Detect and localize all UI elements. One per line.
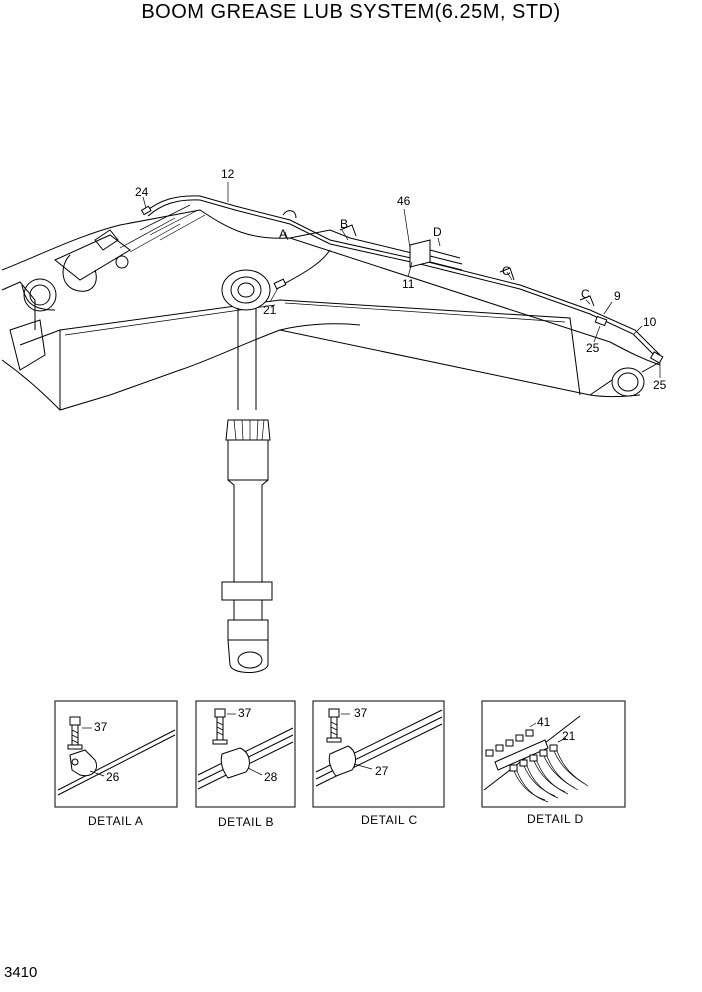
detail-c-caption: DETAIL C — [361, 813, 418, 827]
callout-C-upper: C — [502, 264, 511, 278]
callout-B: B — [340, 217, 348, 231]
callout-C-lower: C — [581, 287, 590, 301]
callout-12: 12 — [221, 167, 235, 181]
detail-b: 37 28 DETAIL B — [195, 700, 296, 829]
callout-25-b: 25 — [653, 378, 667, 392]
detail-a: 37 26 DETAIL A — [54, 700, 178, 828]
callout-21: 21 — [263, 303, 277, 317]
detail-b-caption: DETAIL B — [218, 815, 274, 829]
detail-a-label-26: 26 — [106, 770, 120, 784]
page-number: 3410 — [4, 964, 38, 981]
boom-cylinder — [221, 269, 273, 673]
detail-b-label-37: 37 — [238, 706, 252, 720]
detail-c-label-27: 27 — [375, 764, 389, 778]
detail-a-label-37: 37 — [94, 720, 108, 734]
grease-hoses — [140, 195, 664, 364]
callout-25-a: 25 — [586, 341, 600, 355]
diagram-title: BOOM GREASE LUB SYSTEM(6.25M, STD) — [141, 1, 561, 23]
callout-D: D — [433, 225, 442, 239]
detail-b-label-28: 28 — [264, 770, 278, 784]
detail-c-label-37: 37 — [354, 706, 368, 720]
callout-A: A — [279, 227, 287, 241]
detail-d: 41 21 DETAIL D — [481, 700, 626, 826]
boom-body — [1, 204, 661, 411]
detail-d-caption: DETAIL D — [527, 812, 584, 826]
callout-11: 11 — [402, 277, 415, 291]
callout-10: 10 — [643, 315, 657, 329]
callout-46: 46 — [397, 194, 411, 208]
callout-leaders — [142, 182, 661, 378]
callout-9: 9 — [614, 289, 621, 303]
callout-24: 24 — [135, 185, 149, 199]
detail-d-label-41: 41 — [537, 715, 551, 729]
detail-a-caption: DETAIL A — [88, 814, 143, 828]
detail-c: 37 27 DETAIL C — [312, 700, 445, 827]
detail-d-label-21: 21 — [562, 729, 576, 743]
